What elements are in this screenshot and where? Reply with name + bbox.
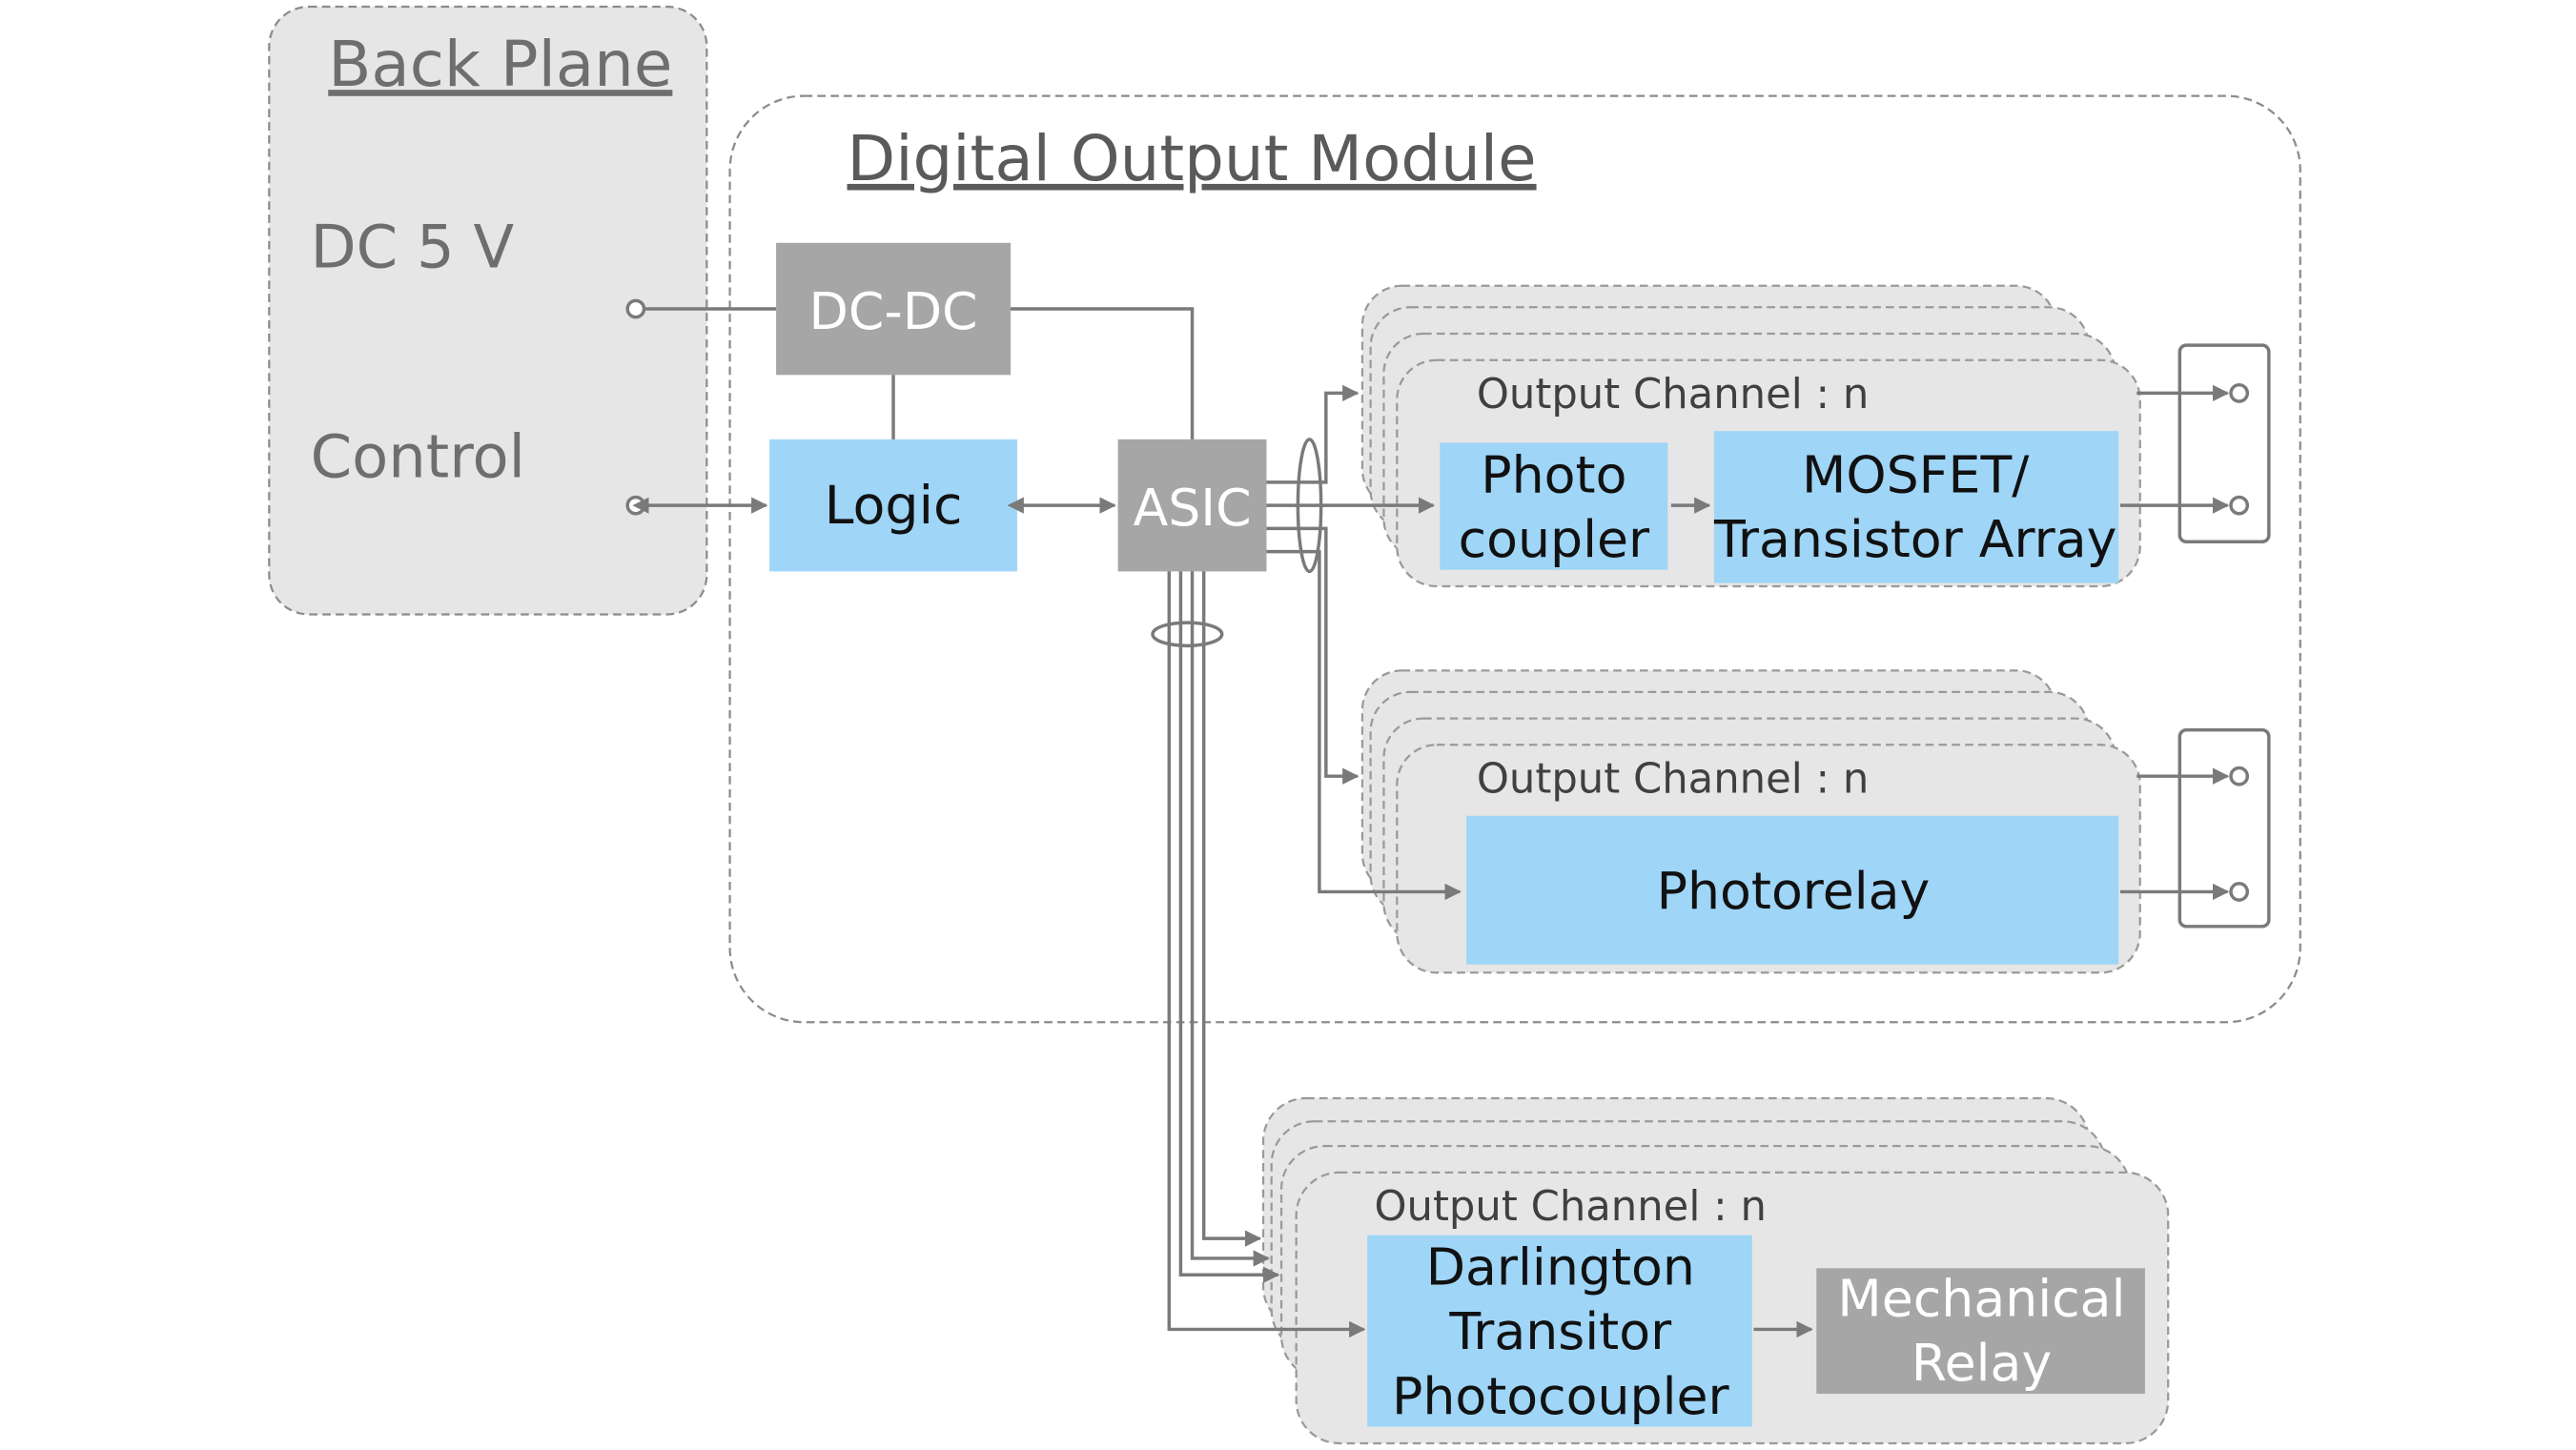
bottom-channel-title: Output Channel : n [1374, 1183, 1766, 1231]
middle-terminal-frame [2177, 727, 2271, 929]
middle-channel-title: Output Channel : n [1477, 756, 1869, 804]
mosfet-line2: Transistor Array [1713, 509, 2116, 569]
output-channel-bottom: Output Channel : n Darlington Transitor … [1261, 1096, 2170, 1445]
darlington-line3: Photocoupler [1392, 1366, 1730, 1426]
asic-right-bus [1266, 384, 1462, 901]
dcdc-to-asic-line [1011, 307, 1195, 439]
photorelay-block [1466, 815, 2119, 965]
top-terminal-icon-2 [2229, 495, 2250, 516]
output-channel-middle: Output Channel : n Photorelay [1360, 669, 2141, 974]
control-terminal-icon [625, 495, 646, 516]
asic-bottom-bus [1151, 571, 1366, 1338]
dc-5v-label: DC 5 V [311, 213, 515, 282]
asic-block: ASIC [1117, 439, 1267, 572]
middle-output-terminals [2119, 727, 2271, 929]
asic-label: ASIC [1133, 478, 1251, 538]
photorelay-label: Photorelay [1657, 861, 1931, 921]
asic-to-bottom-layer1-arrow [1201, 571, 1262, 1247]
mechanical-relay-block [1816, 1268, 2145, 1394]
module-title: Digital Output Module [848, 122, 1537, 195]
dcdc-label: DC-DC [809, 281, 978, 341]
darlington-line2: Transitor [1448, 1301, 1672, 1361]
photocoupler-line2: coupler [1459, 509, 1650, 569]
darlington-line1: Darlington [1426, 1237, 1695, 1297]
mechanical-relay-line1: Mechanical [1837, 1269, 2125, 1329]
top-channel-title: Output Channel : n [1477, 371, 1869, 419]
top-terminal-frame [2177, 343, 2271, 543]
photocoupler-block [1440, 442, 1668, 570]
asic-to-photorelay-arrow [1266, 549, 1462, 901]
middle-terminal-icon-1 [2229, 766, 2250, 786]
asic-to-top-layer1-arrow [1266, 384, 1360, 484]
dc-terminal-icon [625, 298, 646, 319]
output-channel-top: Output Channel : n Photo coupler MOSFET/… [1360, 284, 2141, 588]
mechanical-relay-line2: Relay [1912, 1333, 2053, 1393]
logic-label: Logic [825, 476, 963, 537]
middle-terminal-icon-2 [2229, 882, 2250, 902]
top-terminal-icon-1 [2229, 382, 2250, 403]
right-bus-group-ellipse [1296, 438, 1323, 574]
asic-to-bottom-layer2-arrow [1190, 571, 1270, 1267]
mosfet-line1: MOSFET/ [1802, 444, 2030, 504]
mosfet-block [1713, 431, 2119, 583]
asic-to-bottom-layer3-arrow [1178, 571, 1280, 1283]
darlington-block [1367, 1235, 1752, 1427]
photocoupler-line1: Photo [1481, 444, 1626, 504]
back-plane-title: Back Plane [328, 28, 672, 101]
bottom-bus-group-ellipse [1151, 621, 1224, 648]
core-wiring [632, 307, 1195, 514]
control-label: Control [311, 422, 525, 492]
dcdc-block: DC-DC [776, 242, 1012, 376]
asic-to-darlington-arrow [1167, 571, 1366, 1338]
top-output-terminals [2119, 343, 2271, 543]
digital-output-module-boundary: Digital Output Module [728, 94, 2301, 1024]
logic-block: Logic [769, 439, 1017, 572]
asic-to-middle-layer1-arrow [1266, 526, 1360, 785]
back-plane-panel: Back Plane DC 5 V Control [268, 5, 708, 616]
